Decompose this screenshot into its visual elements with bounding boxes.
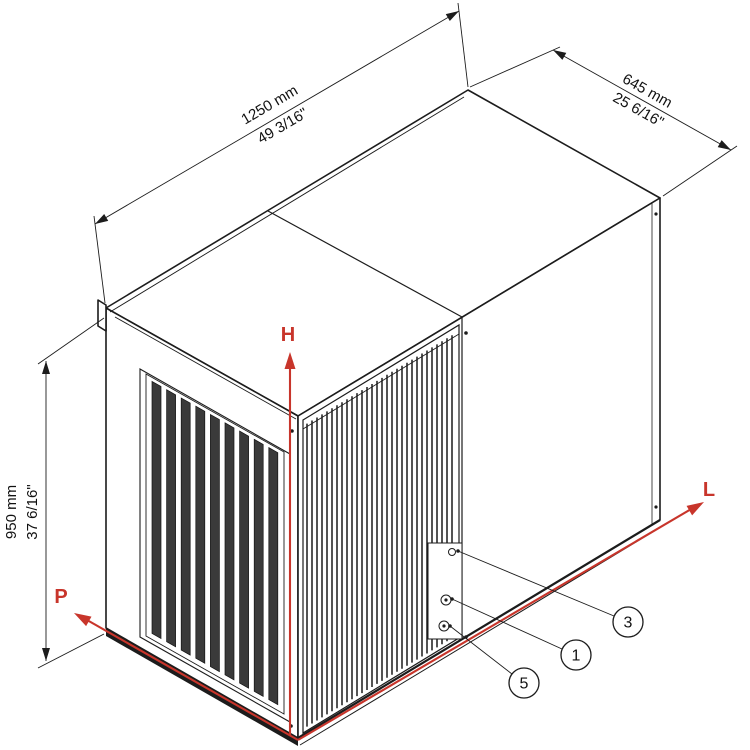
axis-p-label: P	[54, 586, 67, 608]
axis-h: H	[281, 324, 296, 736]
height-mm-label: 950 mm	[3, 485, 20, 539]
axis-l-label: L	[703, 479, 715, 501]
connection-fitting-middle-center	[444, 598, 448, 602]
callout-1: 1	[450, 597, 592, 671]
front-grille	[302, 323, 460, 735]
corner-tab	[97, 299, 107, 332]
axes: H L P	[54, 324, 715, 741]
callout-5-number: 5	[520, 676, 529, 693]
callout-3-number: 3	[624, 615, 633, 632]
callouts: 3 1 5	[448, 549, 644, 699]
connection-fitting-bottom-center	[442, 624, 446, 628]
callout-5: 5	[448, 624, 540, 699]
connection-fitting-top	[448, 548, 456, 556]
callout-3: 3	[456, 549, 644, 638]
connection-panel	[427, 542, 463, 640]
axis-l: L	[297, 479, 715, 741]
axis-p: P	[54, 586, 299, 741]
dimension-height: 950 mm 37 6/16"	[3, 317, 105, 669]
callout-1-number: 1	[572, 648, 581, 665]
louver-slats	[151, 380, 279, 706]
louver-panel	[139, 368, 291, 723]
height-inch-label: 37 6/16"	[24, 484, 41, 539]
front-grille-lines	[306, 335, 453, 727]
axis-h-label: H	[281, 324, 295, 346]
